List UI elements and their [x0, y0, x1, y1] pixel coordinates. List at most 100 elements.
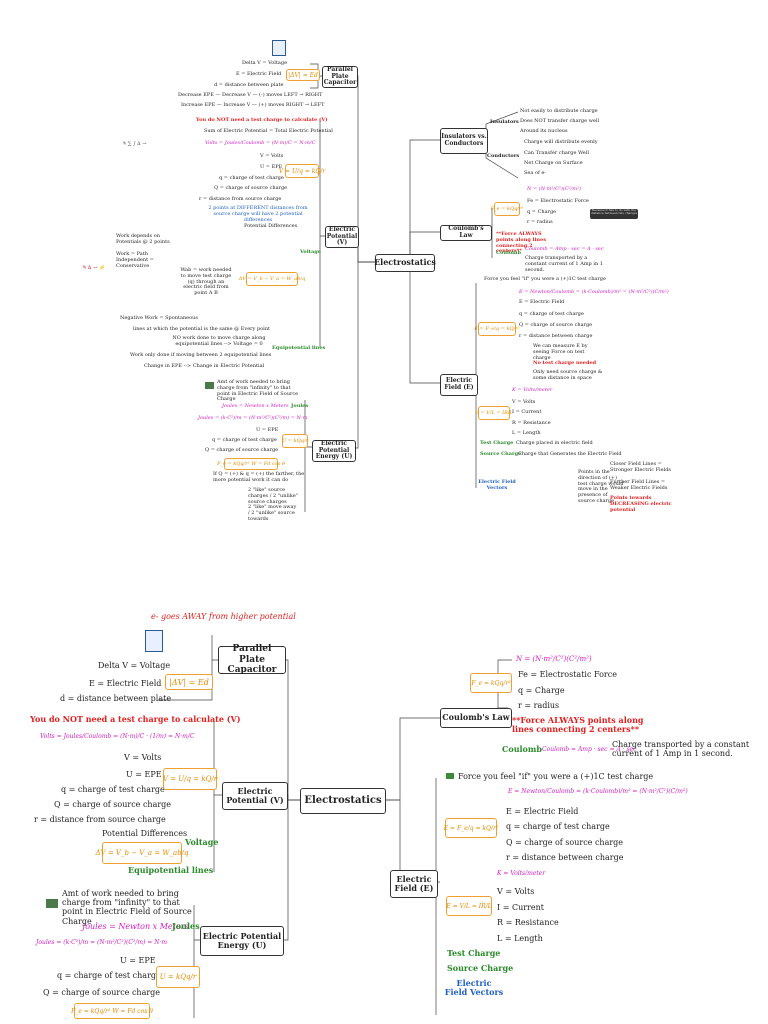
potential-red-note: You do NOT need a test charge to calcula…: [196, 117, 328, 123]
field-measure: We can measure E by seeing Force on test…: [533, 343, 588, 361]
increase-epe: Increase EPE — Increase V — (+) moves RI…: [181, 102, 325, 108]
computer-icon: [205, 382, 214, 389]
field-item: r = distance between charge: [519, 333, 593, 339]
potential-differences-bottom: Potential Differences: [102, 829, 188, 838]
insulators-label: Insulators: [490, 119, 519, 125]
field-item2: L = Length: [497, 934, 543, 943]
coulomb-node-top[interactable]: Coulomb's Law: [440, 225, 492, 241]
coulomb-ctext-bottom: Charge transported by a constant current…: [612, 740, 750, 759]
parallel-item: Delta V = Voltage: [98, 661, 171, 670]
field-n-bottom: E = Newton/Coulomb = (k·Coulomb)/m² = (N…: [508, 788, 688, 795]
capacitor-icon: [145, 630, 163, 652]
voltage-formula-bottom: ΔV = V_b − V_a = W_ab/q: [96, 842, 189, 864]
field-item: E = Electric Field: [506, 807, 579, 816]
epe-amt: Amt of work needed to bring charge from …: [217, 379, 299, 403]
field-notest: No test charge needed: [533, 360, 597, 366]
conductor-item: Can Transfer charge Well: [524, 150, 589, 156]
insulator-item: Around its nucleus: [520, 128, 568, 134]
coulomb-label-bottom: Coulomb: [502, 744, 542, 754]
handwritten-note-bottom: e- goes AWAY from higher potential: [151, 612, 296, 621]
epe-farther: If Q = (+) & q = (+) the farther, the mo…: [213, 471, 305, 483]
potential-item: q = charge of test charge: [61, 785, 165, 794]
epe-node-top[interactable]: Electric Potential Energy (U): [312, 440, 356, 462]
equipotential-label-bottom: Equipotential lines: [128, 865, 214, 875]
parallel-plate-node-top[interactable]: Parallel Plate Capacitor: [322, 65, 358, 88]
field-item2: R = Resistance: [512, 420, 551, 426]
field-item: q = charge of test charge: [519, 311, 584, 317]
test-charge-top: Test Charge: [480, 440, 514, 446]
electric-field-node-top[interactable]: Electric Field (E): [440, 374, 478, 396]
coulomb-item: r = radius: [527, 219, 553, 225]
epe-sources: 2 "like" source charges / 2 "unlike" sou…: [248, 487, 298, 505]
work-note: Negative Work = Spontaneous: [120, 315, 198, 321]
coulomb-ctext: Charge transported by a constant current…: [525, 255, 603, 273]
field-item2: L = Length: [512, 430, 541, 436]
parallel-item: Delta V = Voltage: [242, 60, 288, 66]
insulators-node[interactable]: Insulators vs. Conductors: [440, 128, 488, 154]
epe-item: U = EPE: [256, 427, 279, 433]
potential-sum: Sum of Electric Potential = Total Electr…: [204, 128, 333, 134]
epe-node-bottom[interactable]: Electric Potential Energy (U): [200, 926, 284, 956]
epe-units-bottom: Joules = (k·C²)/m = (N·m²/C²)(C²/m) = N·…: [36, 939, 168, 946]
electric-potential-node-top[interactable]: Electric Potential (V): [325, 225, 359, 248]
center-node-top[interactable]: Electrostatics: [374, 254, 436, 272]
source-charge-top: Source Charge: [480, 451, 522, 457]
field-item: Q = charge of source charge: [519, 322, 593, 328]
computer-icon: [46, 899, 58, 908]
epe-item: Q = charge of source charge: [205, 447, 279, 453]
epe-formula-top: U = kQq/r: [282, 434, 308, 448]
voltage-label-bottom: Voltage: [185, 837, 219, 847]
field-item: E = Electric Field: [519, 299, 565, 305]
capacitor-icon: [272, 40, 286, 56]
equip-note: lines at which the potential is the same…: [133, 326, 271, 332]
coulomb-item: q = Charge: [518, 686, 565, 695]
coulomb-camp-bottom: Coulomb = Amp · sec = A · sec: [542, 746, 637, 753]
work-note: Wab = work needed to move test charge (q…: [180, 267, 232, 296]
potential-item: q = charge of test charge: [219, 175, 284, 181]
epe-formula-bottom: U = kQq/r: [156, 966, 200, 988]
joules-def: Joules = Newton x Meters: [222, 403, 289, 409]
vectors-decreasing: Points towards DECREASING electric poten…: [610, 495, 672, 513]
epe-item: U = EPE: [120, 956, 156, 965]
decrease-epe: Decrease EPE — Decrease V — (-) moves LE…: [178, 92, 323, 98]
electric-potential-node-bottom[interactable]: Electric Potential (V): [222, 782, 288, 810]
coulomb-formula-bottom: F_e = kQq/r²: [470, 673, 512, 693]
coulomb-label-top: Coulomb: [496, 250, 521, 256]
work-note: Work depends on Potentials @ 2 points: [116, 233, 170, 245]
potential-units: Volts = Joules/Coulomb = (N·m)/C = N·m/C: [205, 140, 316, 146]
equip-note: NO work done to move charge along equipo…: [172, 335, 266, 347]
coulomb-node-bottom[interactable]: Coulomb's Law: [440, 708, 512, 728]
field-item: Q = charge of source charge: [506, 838, 624, 847]
parallel-formula-bottom: |ΔV| = Ed: [165, 674, 213, 690]
epe-item: q = charge of test charge: [57, 971, 161, 980]
potential-item: r = distance from source charge: [199, 196, 282, 202]
coulomb-item: r = radius: [518, 701, 560, 710]
parallel-formula-top: |ΔV| = Ed: [286, 69, 320, 81]
test-charge-bottom: Test Charge: [447, 948, 501, 958]
parallel-item: E = Electric Field: [236, 71, 282, 77]
potential-units-bottom: Volts = Joules/Coulomb = (N·m)/C · (1/m)…: [40, 733, 195, 740]
epe-sources: 2 "like" move away / 2 "unlike" source t…: [248, 504, 297, 522]
field-only: Only need source charge & some distance …: [533, 369, 603, 381]
fe-formula-bottom: F_e = kQq/r² W = Fd cos θ: [71, 1003, 153, 1019]
potential-red-note-bottom: You do NOT need a test charge to calcula…: [30, 714, 241, 724]
handwritten-notes-left: ✎ ∑ ∫ ∆ →: [122, 141, 147, 147]
field-feel-bottom: Force you feel "if" you were a (+)1C tes…: [458, 772, 654, 781]
potential-item: Q = charge of source charge: [214, 185, 288, 191]
field-formula2-bottom: E = V/L = IR/L: [446, 896, 492, 916]
potential-blue-note: 2 points at DIFFERENT distances from sou…: [208, 205, 308, 223]
center-node-bottom[interactable]: Electrostatics: [300, 788, 386, 814]
parallel-plate-node-bottom[interactable]: Parallel Plate Capacitor: [218, 644, 286, 675]
coulomb-item: Fe = Electrostatic Force: [527, 198, 589, 204]
coulomb-n-bottom: N = (N·m²/C²)(C²/m²): [516, 655, 592, 663]
tooltip-note: Because it has to do with the distance b…: [590, 208, 638, 219]
insulator-item: Not easily to distribute charge: [520, 108, 598, 114]
field-formula2-top: E = V/L = IR/L: [475, 406, 513, 420]
potential-formula-bottom: V = U/q = kQ/r: [163, 768, 217, 790]
field-item2: R = Resistance: [497, 918, 559, 927]
epe-units: Joules = (k·C²)/m = (N·m²/C²)(C²/m) = N·…: [198, 415, 308, 421]
coulomb-formula-top: F_e = kQq/r²: [491, 202, 523, 216]
electric-field-node-bottom[interactable]: Electric Field (E): [390, 870, 438, 898]
source-charge-desc: Charge that Generates the Electric Field: [518, 451, 622, 457]
parallel-item: d = distance between plate: [60, 694, 172, 703]
